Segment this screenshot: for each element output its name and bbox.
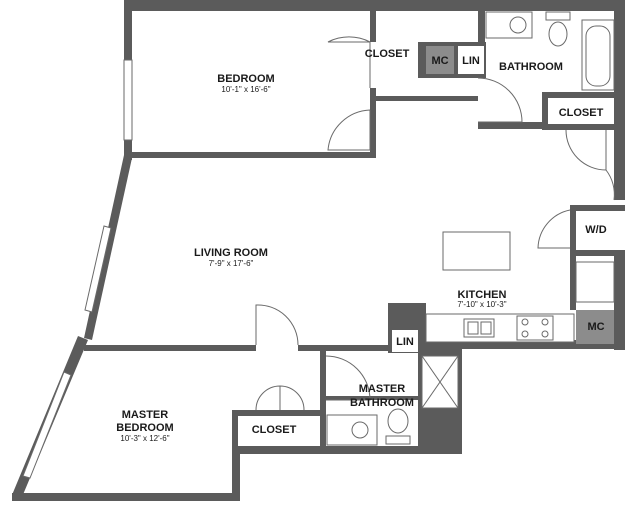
wd-label: W/D <box>585 224 606 236</box>
living-room-label: LIVING ROOM <box>194 247 268 259</box>
mc-top-label: MC <box>431 55 448 67</box>
master-bathroom-label-1: MASTER <box>359 383 406 395</box>
bathtub-inner <box>585 25 611 87</box>
wd-wall-top <box>570 205 625 211</box>
kitchen-label: KITCHEN <box>458 289 507 301</box>
bedroom-window <box>123 59 133 141</box>
bedroom-wall-bottom <box>128 152 376 158</box>
exterior-wall-right <box>614 0 625 200</box>
master-bedroom-dims: 10'-3" x 12'-6" <box>120 434 169 443</box>
bath-closet-wall-left <box>542 92 548 128</box>
shower-x-2 <box>421 355 459 409</box>
exterior-wall-top <box>124 0 625 11</box>
exterior-wall-bottom <box>12 493 240 501</box>
door-bathroom <box>477 77 523 123</box>
fridge-wall-left <box>570 250 576 310</box>
door-master-closet-left <box>255 385 281 411</box>
door-bedroom-closet <box>327 36 371 88</box>
exterior-wall-kitchen-bottom <box>452 340 625 349</box>
toilet-tank <box>545 11 571 21</box>
master-closet-wall-left <box>232 410 238 450</box>
living-room-dims: 7'-9" x 17'-6" <box>209 259 254 268</box>
bath-closet-wall-bottom <box>542 124 622 130</box>
burner-3 <box>521 330 529 338</box>
bath-closet-wall <box>542 92 622 98</box>
master-bedroom-label-1: MASTER <box>122 409 169 421</box>
kitchen-counter-wall <box>420 340 460 354</box>
living-master-wall-right <box>298 345 390 351</box>
bath-wall-bottom <box>478 122 548 129</box>
toilet-bowl <box>548 21 568 47</box>
living-room-window <box>84 225 112 313</box>
mc-kitchen-label: MC <box>587 321 604 333</box>
refrigerator <box>575 261 615 303</box>
master-bedroom-window <box>22 371 72 479</box>
bedroom-dims: 10'-1" x 16'-6" <box>221 85 270 94</box>
door-master-bedroom <box>255 304 299 346</box>
bath-sink <box>509 16 527 34</box>
bath-sink-counter <box>485 11 533 39</box>
kitchen-island <box>442 231 511 271</box>
lin-top-box <box>458 46 484 74</box>
door-entry <box>605 169 615 201</box>
closet-wall-right <box>370 88 376 158</box>
lin-bottom-box <box>392 330 418 352</box>
door-wd <box>537 209 571 249</box>
master-bathroom-label-2: BATHROOM <box>350 397 414 409</box>
exterior-wall-master-right <box>232 446 240 501</box>
master-bath-sink <box>351 421 369 439</box>
living-master-wall <box>84 345 256 351</box>
door-bath-closet <box>565 129 607 171</box>
burner-2 <box>541 318 549 326</box>
bath-wall-left <box>478 8 485 78</box>
exterior-wall-master-bath-bottom <box>232 446 460 454</box>
closet-bath-label: CLOSET <box>559 107 604 119</box>
exterior-wall-right-lower <box>614 250 625 350</box>
door-master-closet-right <box>279 385 305 411</box>
master-toilet-bowl <box>387 408 409 434</box>
kitchen-sink-left <box>467 321 479 335</box>
master-toilet-tank <box>385 435 411 445</box>
bathroom-label: BATHROOM <box>499 61 563 73</box>
master-bedroom-label-2: BEDROOM <box>116 422 173 434</box>
kitchen-dims: 7'-10" x 10'-3" <box>457 300 506 309</box>
exterior-wall-left-bedroom-lower <box>124 140 132 160</box>
burner-4 <box>541 330 549 338</box>
mc-kitchen-box <box>576 310 614 344</box>
closet-wall-bottom <box>370 96 478 101</box>
closet-master-label: CLOSET <box>252 424 297 436</box>
master-closet-wall-top <box>232 410 324 416</box>
exterior-wall-left-bedroom <box>124 0 132 60</box>
kitchen-counter <box>425 313 575 343</box>
door-bedroom <box>327 109 371 151</box>
wd-wall-left <box>570 205 576 255</box>
master-bath-wall-left <box>320 351 326 451</box>
kitchen-sink <box>463 318 495 338</box>
closet-wall-left <box>370 8 376 42</box>
lin-top-label: LIN <box>462 55 480 67</box>
mc-top-box <box>426 46 454 74</box>
wd-wall-bottom <box>570 250 625 256</box>
kitchen-sink-right <box>480 321 492 335</box>
door-master-bath <box>325 355 371 401</box>
cooktop <box>516 315 554 341</box>
lin-bottom-label: LIN <box>396 336 414 348</box>
closet-bedroom-label: CLOSET <box>365 48 410 60</box>
burner-1 <box>521 318 529 326</box>
bedroom-label: BEDROOM <box>217 73 274 85</box>
